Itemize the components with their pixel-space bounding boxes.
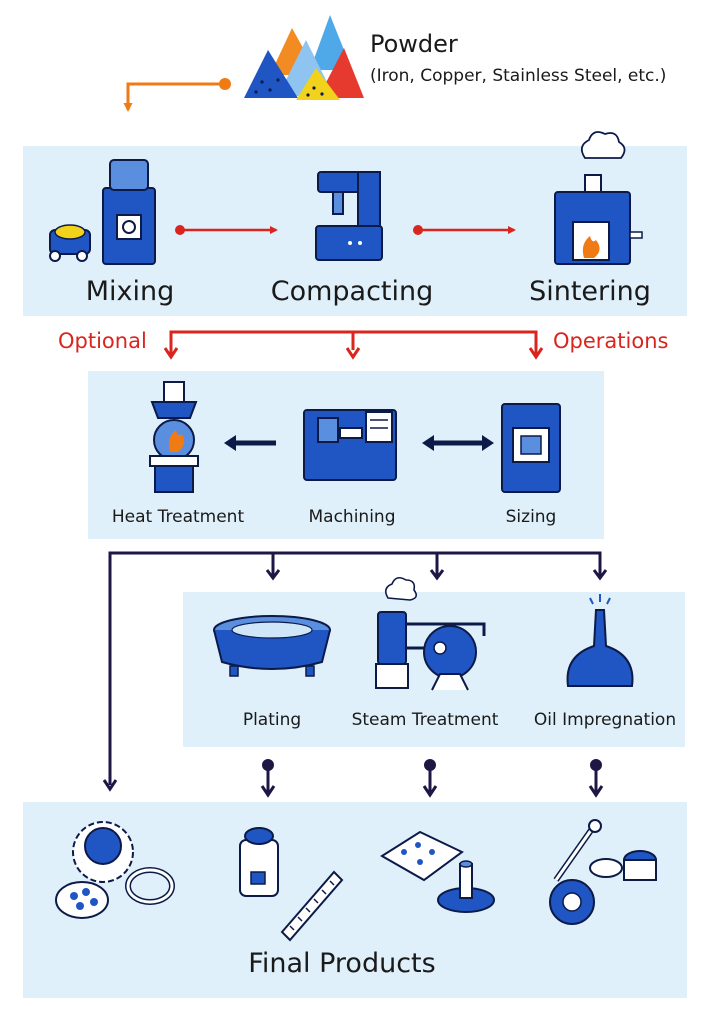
- step-machining-label: Machining: [308, 507, 396, 527]
- plate-and-flange-icon: [380, 830, 495, 913]
- steam-treatment-icon: [375, 576, 486, 691]
- final-products-title: Final Products: [248, 948, 436, 979]
- oil-impregnation-icon: [566, 594, 634, 687]
- optional-branch-arrows: [163, 330, 544, 360]
- plating-icon: [213, 615, 331, 677]
- optional-label-left: Optional: [58, 329, 147, 353]
- sintering-icon: [554, 131, 643, 265]
- finishing-branch-arrows: [102, 551, 608, 792]
- optional-label-right: Operations: [553, 329, 669, 353]
- mixed-parts-icon: [549, 819, 657, 925]
- step-plating-label: Plating: [242, 710, 302, 730]
- step-steam-treatment-label: Steam Treatment: [351, 710, 499, 730]
- powder-title: Powder: [370, 30, 458, 58]
- step-heat-treatment-label: Heat Treatment: [111, 507, 245, 527]
- step-mixing-label: Mixing: [85, 276, 175, 307]
- optional-flow-arrows: [224, 435, 494, 451]
- machining-icon: [303, 409, 397, 481]
- powder-subtitle: (Iron, Copper, Stainless Steel, etc.): [370, 66, 667, 86]
- step-oil-impregnation-label: Oil Impregnation: [533, 710, 677, 730]
- heat-treatment-icon: [149, 381, 199, 493]
- sizing-icon: [501, 403, 561, 493]
- products-arrows: [260, 759, 604, 798]
- bushing-and-rack-icon: [239, 827, 344, 942]
- powder-icon: [244, 15, 364, 100]
- gear-parts-icon: [55, 821, 175, 919]
- primary-flow-arrows: [175, 225, 516, 235]
- step-sintering-label: Sintering: [529, 276, 651, 307]
- step-compacting-label: Compacting: [270, 276, 434, 307]
- mixing-icon: [49, 159, 156, 265]
- powder-connector: [123, 78, 231, 112]
- step-sizing-label: Sizing: [505, 507, 557, 527]
- compacting-icon: [315, 171, 383, 261]
